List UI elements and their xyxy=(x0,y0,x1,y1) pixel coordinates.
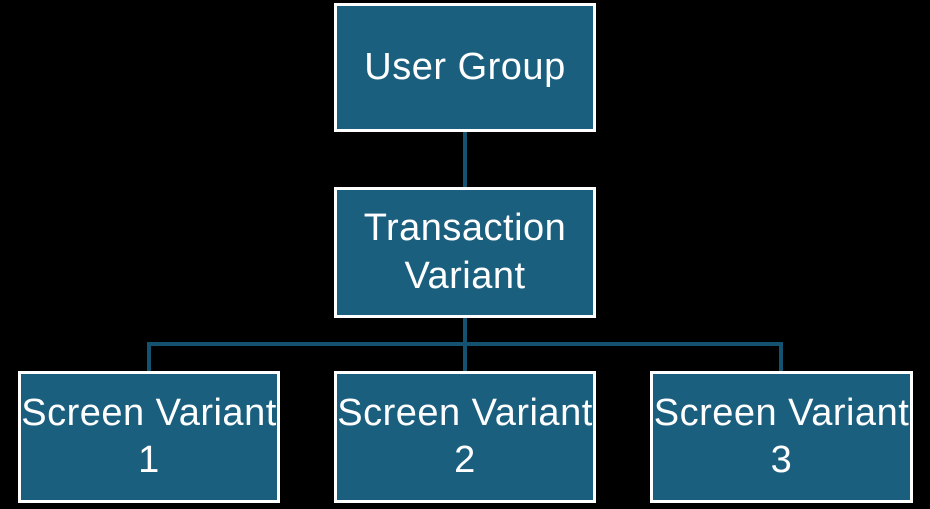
node-transaction-variant-label: Transaction Variant xyxy=(363,207,567,297)
node-user-group: User Group xyxy=(334,3,596,132)
connector-usergroup-to-transactionvariant xyxy=(463,132,467,187)
connector-stub-screenvariant1 xyxy=(147,342,151,371)
node-screen-variant-2-label: Screen Variant 2 xyxy=(337,391,593,481)
connector-stub-screenvariant3 xyxy=(779,342,783,371)
node-screen-variant-3-label: Screen Variant 3 xyxy=(653,391,910,481)
node-user-group-label: User Group xyxy=(364,45,566,88)
node-transaction-variant: Transaction Variant xyxy=(334,187,596,318)
node-screen-variant-1-label: Screen Variant 1 xyxy=(21,391,277,481)
node-screen-variant-1: Screen Variant 1 xyxy=(18,371,280,503)
node-screen-variant-2: Screen Variant 2 xyxy=(334,371,596,503)
connector-horizontal-branch xyxy=(147,342,783,346)
node-screen-variant-3: Screen Variant 3 xyxy=(650,371,913,503)
